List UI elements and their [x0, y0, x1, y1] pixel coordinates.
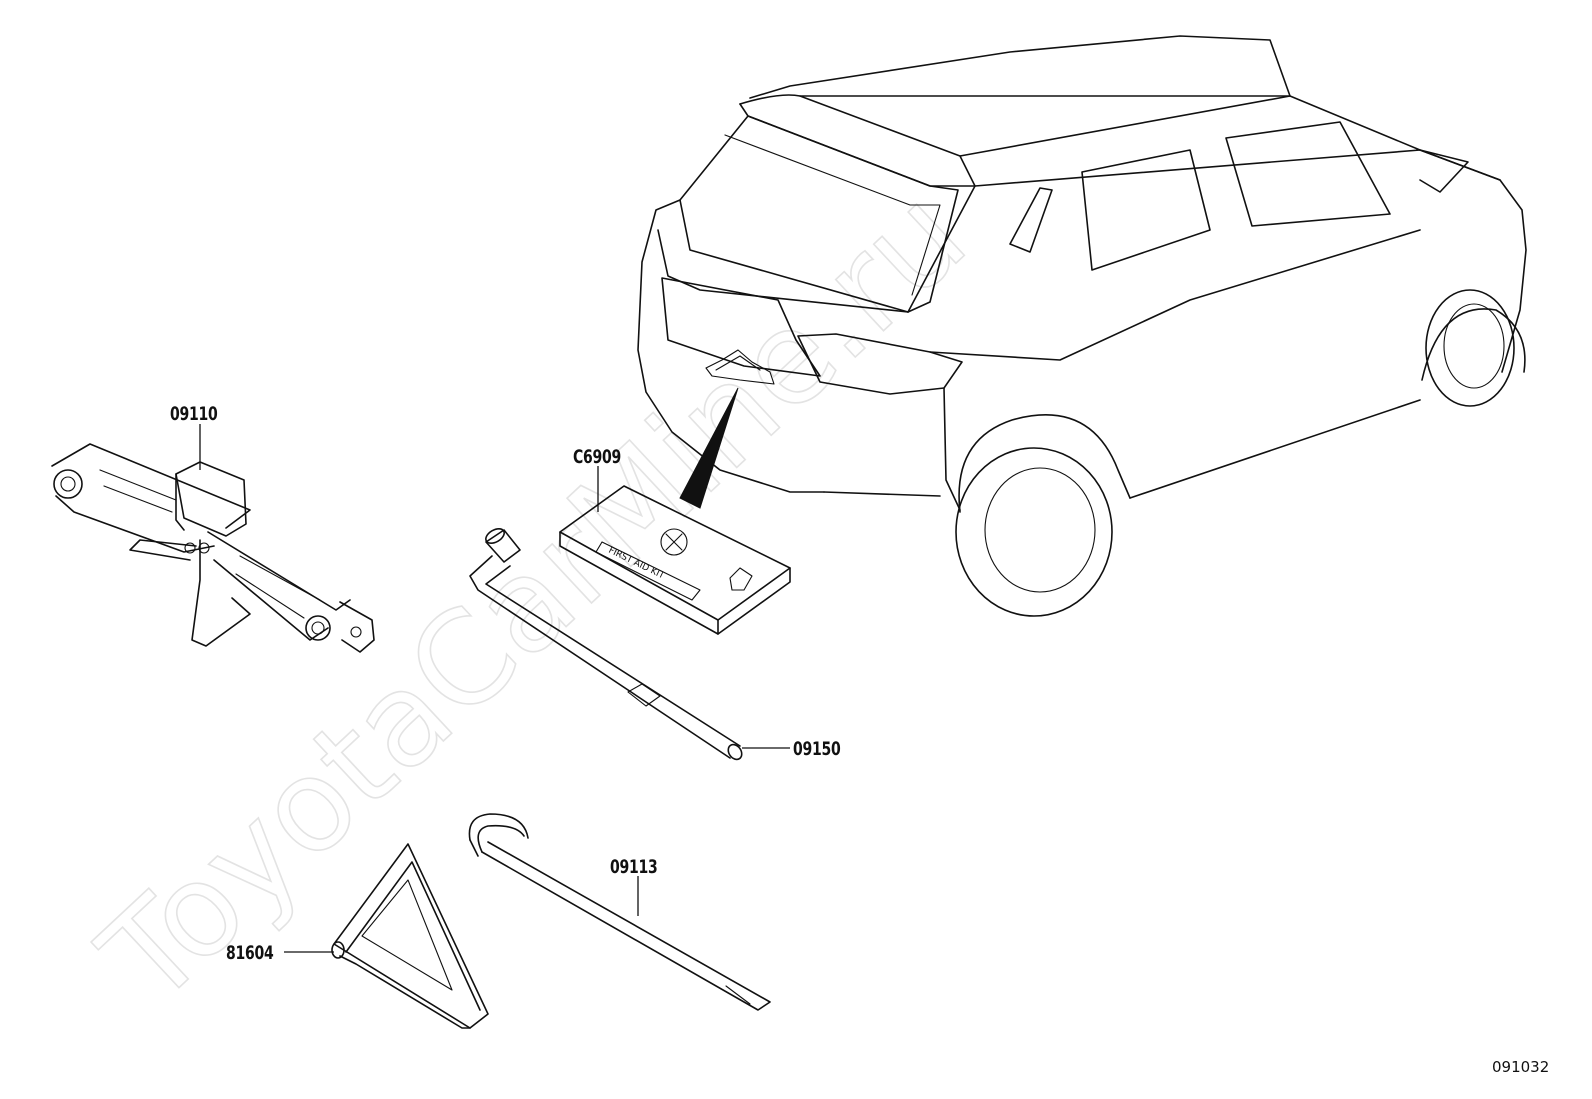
figure-reference: 091032	[1492, 1058, 1550, 1076]
watermark-text: ToyotaCarMine.ru	[74, 161, 994, 1033]
leader-lines	[199, 424, 790, 953]
warning-triangle-drawing	[331, 843, 489, 1029]
callout-wheel-wrench: 09150	[793, 738, 841, 760]
jack-handle-drawing	[468, 813, 771, 1011]
scissor-jack-drawing	[51, 443, 375, 653]
callout-jack-handle: 09113	[610, 856, 658, 878]
wheel-wrench-drawing	[469, 527, 743, 761]
vehicle-rear-view	[637, 35, 1527, 617]
callout-warning-triangle: 81604	[226, 942, 274, 964]
callout-first-aid-kit: C6909	[573, 446, 622, 468]
callout-jack: 09110	[170, 403, 218, 425]
